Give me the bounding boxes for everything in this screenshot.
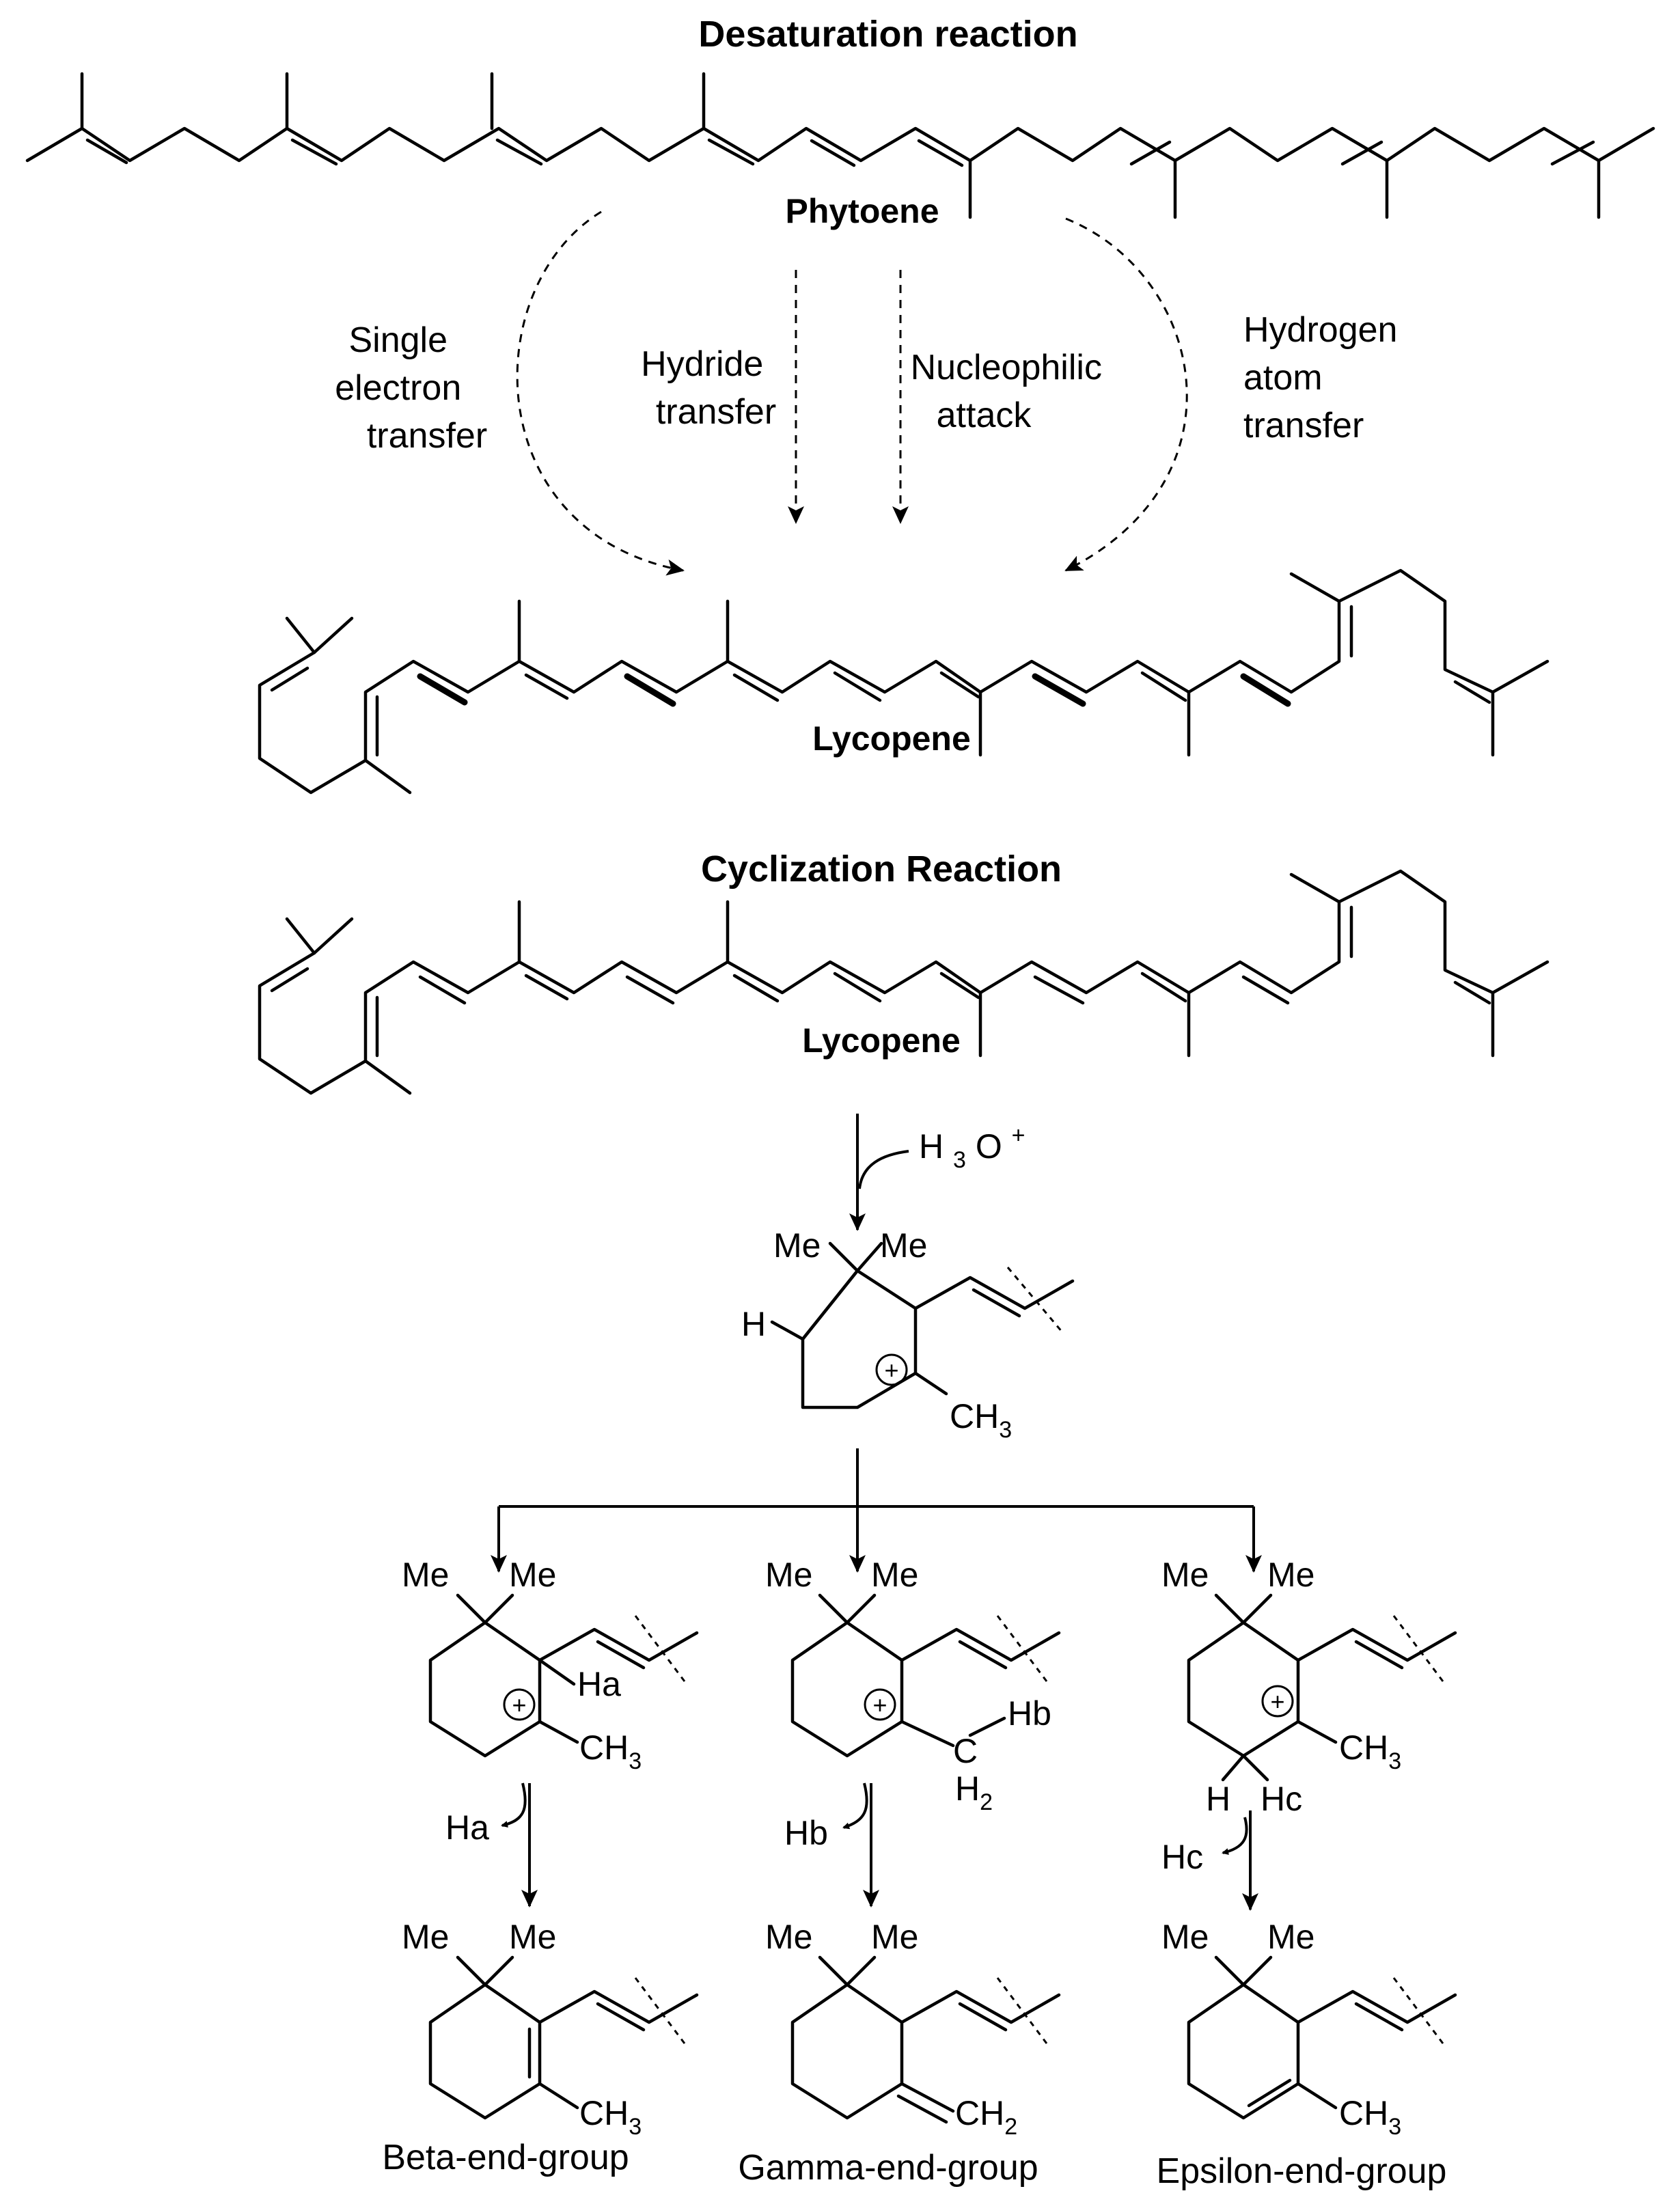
intermediate-me-left: Me <box>773 1226 821 1265</box>
beta-end-group-structure <box>428 1955 699 2120</box>
phytoene-label: Phytoene <box>785 192 939 230</box>
epsilon-cation-hc: Hc <box>1261 1780 1302 1818</box>
na-line-2: attack <box>937 396 1032 435</box>
epsilon-end-group-label: Epsilon-end-group <box>1157 2151 1447 2191</box>
ha-leaving: Ha <box>445 1808 489 1847</box>
ch3-base: CH <box>579 1728 629 1767</box>
ht-line-1: Hydride <box>641 344 763 384</box>
beta-cation-ch3: CH3 <box>579 1728 642 1774</box>
mechanism-arrows <box>516 210 1188 576</box>
set-line-1: Single <box>348 320 447 360</box>
ch2-sub: 2 <box>1004 2114 1017 2140</box>
epsilon-cation-ch3: CH3 <box>1339 1728 1401 1774</box>
protonation-arrow <box>849 1114 909 1231</box>
hat-line-1: Hydrogen <box>1243 310 1397 350</box>
h3o-h: H <box>919 1127 944 1166</box>
intermediate-h: H <box>741 1305 766 1343</box>
hat-line-3: transfer <box>1243 406 1364 445</box>
beta-cation-plus: + <box>512 1691 526 1719</box>
intermediate-me-right: Me <box>880 1226 927 1265</box>
nucleophilic-attack-label: Nucleophilic attack <box>911 348 1112 435</box>
epsilon-cation-me-right: Me <box>1267 1556 1314 1594</box>
lycopene-structure-2 <box>258 869 1550 1095</box>
cyclization-title: Cyclization Reaction <box>701 849 1062 890</box>
beta-cation-me-left: Me <box>402 1556 449 1594</box>
gamma-cation-hb: Hb <box>1008 1694 1051 1733</box>
beta-cation-ha: Ha <box>577 1665 621 1703</box>
epsilon-cation <box>1187 1593 1457 1782</box>
phytoene-structure <box>25 72 1655 219</box>
hat-line-2: atom <box>1243 358 1323 398</box>
gamma-cation-c: C <box>953 1732 978 1770</box>
gamma-me-right: Me <box>871 1918 918 1956</box>
hydride-transfer-label: Hydride transfer <box>641 344 776 432</box>
hydrogen-atom-transfer-label: Hydrogen atom transfer <box>1243 310 1407 445</box>
beta-me-left: Me <box>402 1918 449 1956</box>
ch2-base: CH <box>955 2094 1004 2132</box>
h2-base: H <box>955 1769 980 1808</box>
ch3-base: CH <box>1339 1728 1388 1767</box>
h3o-o: O <box>976 1127 1002 1166</box>
lycopene-label-2: Lycopene <box>802 1021 961 1060</box>
gamma-ch2: CH2 <box>955 2094 1017 2140</box>
ch3-sub: 3 <box>629 1748 642 1774</box>
desaturation-title: Desaturation reaction <box>698 14 1077 55</box>
beta-cation-me-right: Me <box>509 1556 556 1594</box>
hc-leaving: Hc <box>1161 1838 1203 1876</box>
elimination-arrows <box>501 1782 1258 1911</box>
carbocation-intermediate <box>770 1241 1075 1409</box>
epsilon-cation-h: H <box>1206 1780 1230 1818</box>
ch3-sub: 3 <box>1388 1748 1401 1774</box>
intermediate-plus: + <box>884 1356 898 1384</box>
ch3-base: CH <box>579 2094 629 2132</box>
set-line-3: transfer <box>367 416 487 456</box>
gamma-cation <box>790 1593 1061 1758</box>
gamma-me-left: Me <box>765 1918 812 1956</box>
gamma-cation-plus: + <box>872 1691 887 1719</box>
gamma-end-group-structure <box>790 1955 1061 2124</box>
beta-cation <box>428 1593 699 1758</box>
epsilon-me-right: Me <box>1267 1918 1314 1956</box>
ht-line-2: transfer <box>656 392 776 432</box>
beta-ch3: CH3 <box>579 2094 642 2140</box>
beta-end-group-label: Beta-end-group <box>382 2138 629 2177</box>
h3o-plus-reagent: H 3 O + <box>919 1122 1025 1175</box>
lycopene-structure-1 <box>258 568 1550 795</box>
h3o-sub: 3 <box>953 1147 966 1173</box>
gamma-cation-me-left: Me <box>765 1556 812 1594</box>
hb-leaving: Hb <box>784 1814 828 1852</box>
epsilon-cation-plus: + <box>1270 1688 1284 1716</box>
beta-me-right: Me <box>509 1918 556 1956</box>
epsilon-me-left: Me <box>1161 1918 1209 1956</box>
ch3-sub: 3 <box>629 2114 642 2140</box>
epsilon-cation-me-left: Me <box>1161 1556 1209 1594</box>
gamma-cation-h2: H2 <box>955 1769 993 1815</box>
lycopene-label-1: Lycopene <box>812 719 971 758</box>
epsilon-end-group-structure <box>1187 1955 1457 2120</box>
gamma-cation-me-right: Me <box>871 1556 918 1594</box>
h3o-sup: + <box>1012 1122 1025 1148</box>
gamma-end-group-label: Gamma-end-group <box>738 2148 1038 2188</box>
ch3-base: CH <box>950 1397 999 1435</box>
single-electron-transfer-label: Single electron transfer <box>335 320 487 456</box>
branch-arrows <box>491 1448 1262 1573</box>
ch3-sub: 3 <box>999 1417 1012 1443</box>
epsilon-ch3: CH3 <box>1339 2094 1401 2140</box>
na-line-1: Nucleophilic <box>911 348 1102 387</box>
h2-sub: 2 <box>980 1789 993 1815</box>
intermediate-ch3: CH3 <box>950 1397 1012 1443</box>
set-line-2: electron <box>335 368 461 408</box>
ch3-base: CH <box>1339 2094 1388 2132</box>
ch3-sub: 3 <box>1388 2114 1401 2140</box>
